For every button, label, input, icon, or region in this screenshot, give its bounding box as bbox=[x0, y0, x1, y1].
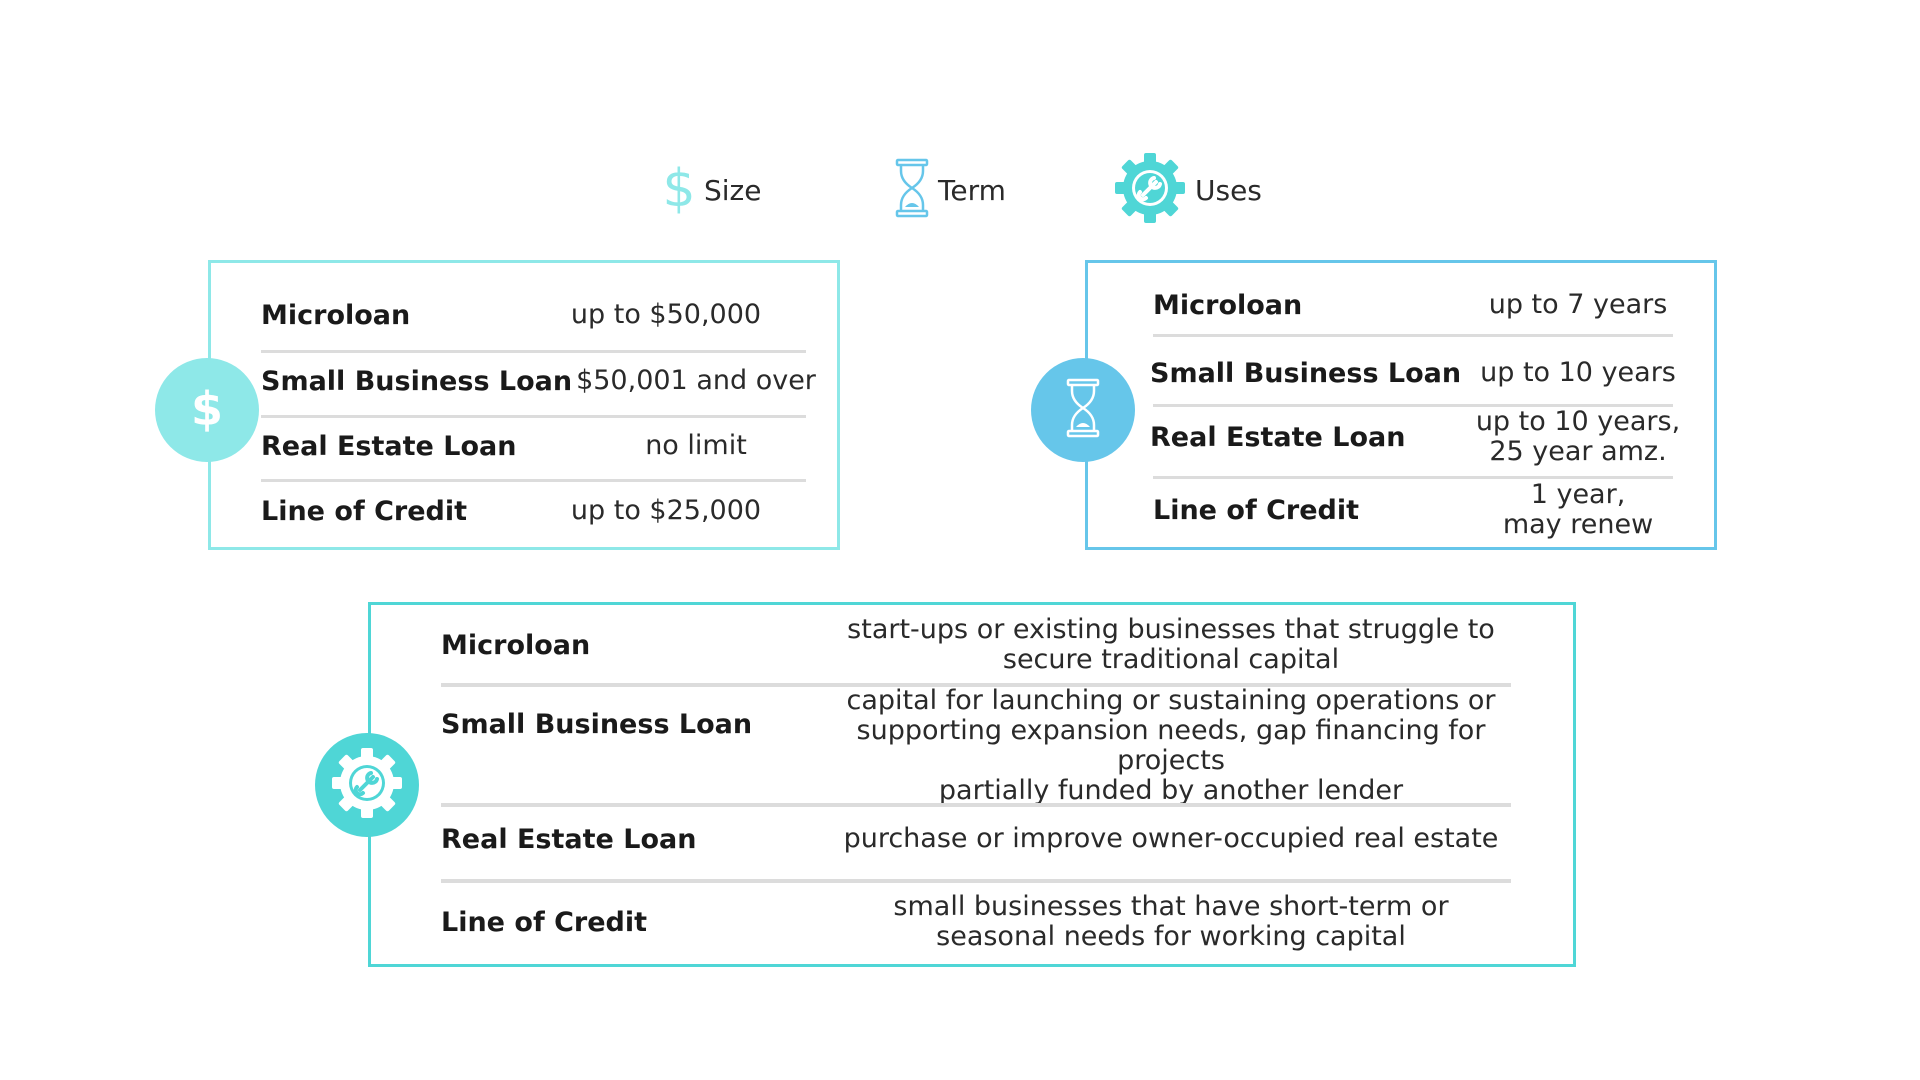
divider bbox=[1153, 476, 1673, 479]
uses-row: Microloan start-ups or existing business… bbox=[371, 615, 1573, 675]
hourglass-icon bbox=[1065, 377, 1101, 443]
term-value: up to 10 years bbox=[1448, 358, 1708, 388]
divider bbox=[441, 803, 1511, 807]
term-value-line: up to 10 years bbox=[1480, 357, 1676, 388]
term-row: Line of Credit 1 year, may renew bbox=[1088, 480, 1714, 540]
uses-value-line: start-ups or existing businesses that st… bbox=[847, 614, 1495, 645]
term-value-line: may renew bbox=[1502, 509, 1654, 540]
term-value-line: 25 year amz. bbox=[1489, 436, 1667, 467]
legend-size-label: Size bbox=[704, 173, 762, 207]
uses-row: Line of Credit small businesses that hav… bbox=[371, 889, 1573, 955]
gear-wrench-icon bbox=[1113, 151, 1187, 229]
svg-text:$: $ bbox=[662, 159, 695, 218]
divider bbox=[1153, 334, 1673, 337]
loan-name: Real Estate Loan bbox=[441, 823, 697, 855]
uses-row: Real Estate Loan purchase or improve own… bbox=[371, 815, 1573, 863]
loan-name: Microloan bbox=[441, 629, 591, 661]
divider bbox=[261, 415, 806, 418]
size-row: Small Business Loan $50,001 and over bbox=[211, 355, 837, 407]
term-value: up to 10 years, 25 year amz. bbox=[1448, 407, 1708, 467]
hourglass-icon bbox=[894, 157, 930, 223]
divider bbox=[441, 683, 1511, 687]
divider bbox=[1153, 404, 1673, 407]
uses-value-line: supporting expansion needs, gap financin… bbox=[856, 715, 1486, 776]
uses-value-line: seasonal needs for working capital bbox=[936, 921, 1406, 952]
divider bbox=[441, 879, 1511, 883]
gear-wrench-icon bbox=[330, 746, 404, 824]
size-value: up to $50,000 bbox=[570, 299, 762, 330]
loan-name: Small Business Loan bbox=[261, 365, 573, 397]
size-value: up to $25,000 bbox=[570, 495, 762, 526]
legend-size: $ Size bbox=[662, 150, 761, 230]
uses-value: small businesses that have short-term or… bbox=[811, 892, 1531, 952]
loan-name: Line of Credit bbox=[441, 906, 648, 938]
term-value-line: up to 7 years bbox=[1488, 289, 1668, 320]
term-row: Real Estate Loan up to 10 years, 25 year… bbox=[1088, 407, 1714, 467]
svg-text:$: $ bbox=[191, 382, 223, 436]
size-badge: $ bbox=[155, 358, 259, 462]
term-row: Microloan up to 7 years bbox=[1088, 285, 1714, 325]
loan-name: Line of Credit bbox=[1153, 494, 1360, 526]
loan-name: Small Business Loan bbox=[1150, 357, 1462, 389]
uses-value: start-ups or existing businesses that st… bbox=[811, 615, 1531, 675]
legend-uses: Uses bbox=[1113, 150, 1262, 230]
size-row: Line of Credit up to $25,000 bbox=[211, 485, 837, 537]
loan-name: Real Estate Loan bbox=[261, 430, 517, 462]
uses-value-line: partially funded by another lender bbox=[938, 775, 1404, 806]
uses-panel: Microloan start-ups or existing business… bbox=[368, 602, 1576, 967]
legend-uses-label: Uses bbox=[1195, 173, 1262, 207]
legend-term: Term bbox=[894, 150, 1006, 230]
dollar-icon: $ bbox=[662, 158, 696, 222]
term-row: Small Business Loan up to 10 years bbox=[1088, 353, 1714, 393]
loan-name: Line of Credit bbox=[261, 495, 468, 527]
size-row: Real Estate Loan no limit bbox=[211, 420, 837, 472]
loan-name: Real Estate Loan bbox=[1150, 421, 1406, 453]
term-value: up to 7 years bbox=[1448, 290, 1708, 320]
uses-value-line: capital for launching or sustaining oper… bbox=[846, 685, 1496, 716]
divider bbox=[261, 350, 806, 353]
size-value: no limit bbox=[645, 430, 747, 461]
term-value-line: up to 10 years, bbox=[1475, 406, 1681, 437]
legend-term-label: Term bbox=[938, 173, 1006, 207]
uses-value: capital for launching or sustaining oper… bbox=[811, 686, 1531, 806]
term-value: 1 year, may renew bbox=[1448, 480, 1708, 540]
uses-badge bbox=[315, 733, 419, 837]
dollar-icon: $ bbox=[187, 378, 227, 442]
loan-name: Microloan bbox=[1153, 289, 1303, 321]
uses-value-line: secure traditional capital bbox=[1002, 644, 1340, 675]
uses-value: purchase or improve owner-occupied real … bbox=[811, 824, 1531, 854]
uses-value-line: purchase or improve owner-occupied real … bbox=[843, 823, 1499, 854]
uses-row: Small Business Loan capital for launchin… bbox=[371, 686, 1573, 806]
uses-value-line: small businesses that have short-term or bbox=[893, 891, 1449, 922]
size-value: $50,001 and over bbox=[576, 365, 816, 396]
loan-name: Microloan bbox=[261, 299, 411, 331]
loan-name: Small Business Loan bbox=[441, 709, 753, 740]
term-badge bbox=[1031, 358, 1135, 462]
size-row: Microloan up to $50,000 bbox=[211, 291, 837, 339]
term-panel: Microloan up to 7 years Small Business L… bbox=[1085, 260, 1717, 550]
divider bbox=[261, 479, 806, 482]
size-panel: Microloan up to $50,000 Small Business L… bbox=[208, 260, 840, 550]
term-value-line: 1 year, bbox=[1530, 479, 1626, 510]
